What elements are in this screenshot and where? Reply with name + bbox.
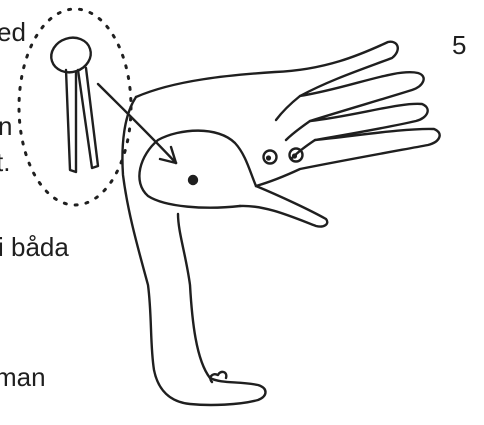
eyes-icon — [264, 149, 303, 164]
hand-icon — [122, 42, 439, 405]
pushpin-icon — [47, 33, 98, 172]
